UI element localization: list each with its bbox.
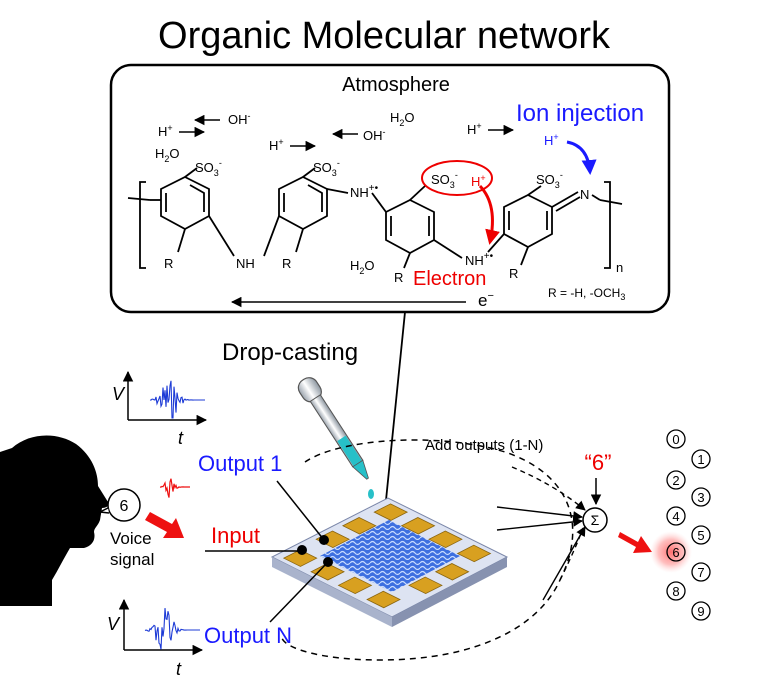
digit-circle-2 xyxy=(666,470,686,490)
add-outputs-label: Add outputs (1-N) xyxy=(425,437,543,454)
head-silhouette-icon xyxy=(0,435,109,606)
speech-bubble xyxy=(107,488,141,522)
svg-text:V: V xyxy=(107,614,121,634)
digit-circle-9 xyxy=(691,601,711,621)
svg-text:H2O: H2O xyxy=(155,146,180,164)
ion-pair-highlight xyxy=(421,160,493,196)
svg-text:OH-: OH- xyxy=(228,111,251,127)
spoken-digit: 6 xyxy=(120,498,129,515)
svg-text:R: R xyxy=(509,266,518,281)
svg-text:NH+•: NH+• xyxy=(350,183,379,200)
atmosphere-label: Atmosphere xyxy=(342,74,450,96)
box-to-chip-line xyxy=(383,311,406,521)
ion-injection-arrow xyxy=(566,140,597,175)
electrode-pad xyxy=(282,549,318,567)
svg-text:H2O: H2O xyxy=(390,110,415,128)
digit-circle-0 xyxy=(666,429,686,449)
electron-label: Electron xyxy=(413,268,486,290)
digit-circle-8 xyxy=(666,581,686,601)
waveform-plot-bottom: V t xyxy=(107,598,204,679)
svg-text:N: N xyxy=(580,187,589,202)
digit-label-5: 5 xyxy=(697,528,704,543)
digit-circle-3 xyxy=(691,487,711,507)
digit-label-9: 9 xyxy=(697,604,704,619)
voice-label-1: Voice xyxy=(110,529,152,548)
electrode-pad xyxy=(400,517,436,535)
voice-label-2: signal xyxy=(110,550,154,569)
electrode-pad xyxy=(434,563,470,581)
ion-injection-label: Ion injection xyxy=(516,100,644,127)
electrode-pad xyxy=(408,576,443,595)
electrode-pad xyxy=(341,517,377,535)
drop-casting-label: Drop-casting xyxy=(222,339,358,366)
digit-label-7: 7 xyxy=(697,565,704,580)
svg-text:NH: NH xyxy=(236,256,255,271)
svg-text:t: t xyxy=(176,659,182,679)
figure-title: Organic Molecular network xyxy=(158,15,611,57)
electrode-pad xyxy=(310,563,345,581)
svg-text:SO3-: SO3- xyxy=(536,170,563,190)
red-waveform xyxy=(159,478,190,498)
svg-text:R: R xyxy=(282,256,291,271)
electron-symbol: e− xyxy=(478,290,494,310)
digit-circle-7 xyxy=(691,562,711,582)
sum-node xyxy=(582,507,608,533)
svg-text:SO3-: SO3- xyxy=(313,158,340,178)
digit-label-8: 8 xyxy=(672,584,679,599)
device-chip xyxy=(270,497,509,627)
output-loop-dashed xyxy=(281,439,574,661)
svg-text:NH+•: NH+• xyxy=(465,251,494,268)
waveform-plot-top: V t xyxy=(112,370,208,448)
result-arrow xyxy=(618,532,652,553)
digit-label-2: 2 xyxy=(672,473,679,488)
electrode-pad xyxy=(373,503,409,521)
digit-label-0: 0 xyxy=(672,432,679,447)
svg-text:H2O: H2O xyxy=(350,258,375,276)
pipette-icon xyxy=(297,377,369,480)
contact-input xyxy=(297,545,307,555)
electrode-pad xyxy=(456,544,492,563)
svg-text:H+: H+ xyxy=(158,123,173,139)
digit-circle-1 xyxy=(691,449,711,469)
digit-label-1: 1 xyxy=(697,452,704,467)
digit-circle-6 xyxy=(666,542,686,562)
svg-text:n: n xyxy=(616,260,623,275)
svg-text:H+: H+ xyxy=(269,137,284,153)
molecular-box xyxy=(109,63,671,314)
input-label: Input xyxy=(211,523,260,548)
digit-circle-4 xyxy=(666,506,686,526)
digit-label-3: 3 xyxy=(697,490,704,505)
proton-transfer-arrow xyxy=(478,184,500,245)
svg-text:t: t xyxy=(178,428,184,448)
svg-text:SO3-: SO3- xyxy=(195,158,222,178)
output1-label: Output 1 xyxy=(198,451,282,476)
digit-label-4: 4 xyxy=(672,509,679,524)
outputN-label: Output N xyxy=(204,623,292,648)
svg-text:OH-: OH- xyxy=(363,127,386,143)
voice-arrow xyxy=(145,512,184,538)
svg-text:H+: H+ xyxy=(467,121,482,137)
svg-text:R = -H, -OCH3: R = -H, -OCH3 xyxy=(548,286,625,302)
atmosphere-species: H+ OH- H2O H+ OH- H2O H+ H+ H2O xyxy=(155,110,559,276)
electrode-pad xyxy=(428,530,463,549)
electrode-pad xyxy=(366,590,401,609)
svg-text:SO3-: SO3- xyxy=(431,170,458,190)
svg-text:R: R xyxy=(394,270,403,285)
digit-6-glow xyxy=(650,531,692,573)
svg-text:H+: H+ xyxy=(471,173,486,189)
svg-text:R: R xyxy=(164,256,173,271)
digit-grid: 0 1 2 3 4 5 6 7 8 9 xyxy=(666,429,711,621)
svg-text:H+: H+ xyxy=(544,132,559,148)
droplet-icon xyxy=(368,489,374,499)
digit-circle-5 xyxy=(691,525,711,545)
digit-label-6: 6 xyxy=(672,545,679,560)
predicted-label: “6” xyxy=(585,450,612,475)
electrode-pad xyxy=(337,576,373,595)
polyaniline-structure xyxy=(127,167,623,269)
svg-text:V: V xyxy=(112,384,126,404)
structure-labels: SO3- SO3- SO3- SO3- R R R R NH NH+• NH+•… xyxy=(164,158,625,302)
sum-symbol: Σ xyxy=(591,512,600,528)
